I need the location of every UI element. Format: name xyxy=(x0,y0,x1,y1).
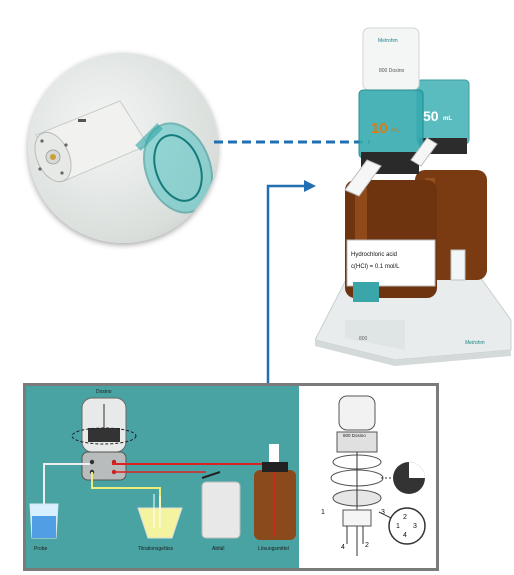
label-waste: Abfall xyxy=(212,546,225,552)
bottle-label-line1: Hydrochloric acid xyxy=(351,252,398,258)
left-cylinder-unit: mL xyxy=(391,128,400,134)
exploded-view: 800 Dosino 1 2 3 4 2 1 3 4 xyxy=(299,386,436,568)
disc-port-label-3: 3 xyxy=(413,523,417,530)
port-label-4: 4 xyxy=(341,544,345,551)
label-titration-vessel: Titrationsgefäss xyxy=(138,546,174,552)
exploded-device-label: 800 Dosino xyxy=(343,433,366,438)
arrow-connector xyxy=(266,180,316,384)
port-label-1: 1 xyxy=(321,509,325,516)
dashed-connector-line xyxy=(214,140,370,144)
right-cylinder-volume: 50 xyxy=(423,108,439,124)
port-label-3: 3 xyxy=(381,509,385,516)
dosing-station-illustration xyxy=(314,27,512,366)
disc-port-label-1: 1 xyxy=(396,523,400,530)
disc-port-label-4: 4 xyxy=(403,532,407,539)
disc-port-label-2: 2 xyxy=(403,514,407,521)
dosino-brand-text: Metrohm xyxy=(378,38,398,44)
base-brand-text: Metrohm xyxy=(465,340,485,346)
port-label-2: 2 xyxy=(365,542,369,549)
left-cylinder-volume: 10 xyxy=(371,120,388,137)
inset-photo-dosing-unit xyxy=(28,53,218,243)
schematic-top-label: Dosino xyxy=(96,389,112,395)
bottle-label-line2: c(HCl) = 0.1 mol/L xyxy=(351,264,400,270)
product-photo-dosing-station: Metrohm 800 Dosino 10 mL 50 mL Hydrochlo… xyxy=(314,20,514,370)
flow-schematic: Dosino Probe Titrationsgefäss Abfall Lös… xyxy=(26,386,299,568)
dosing-unit-illustration xyxy=(34,100,213,214)
bottle-label xyxy=(346,239,436,287)
exploded-view-drawing xyxy=(330,395,426,556)
right-cylinder-unit: mL xyxy=(443,116,452,122)
dosino-model-text: 800 Dosino xyxy=(379,68,405,74)
label-sample: Probe xyxy=(34,546,48,552)
schematic-drawing xyxy=(29,397,296,540)
base-model-text: 800 xyxy=(359,336,368,342)
diagram-panel: Dosino Probe Titrationsgefäss Abfall Lös… xyxy=(23,383,439,571)
label-solvent: Lösungsmittel xyxy=(258,546,289,552)
